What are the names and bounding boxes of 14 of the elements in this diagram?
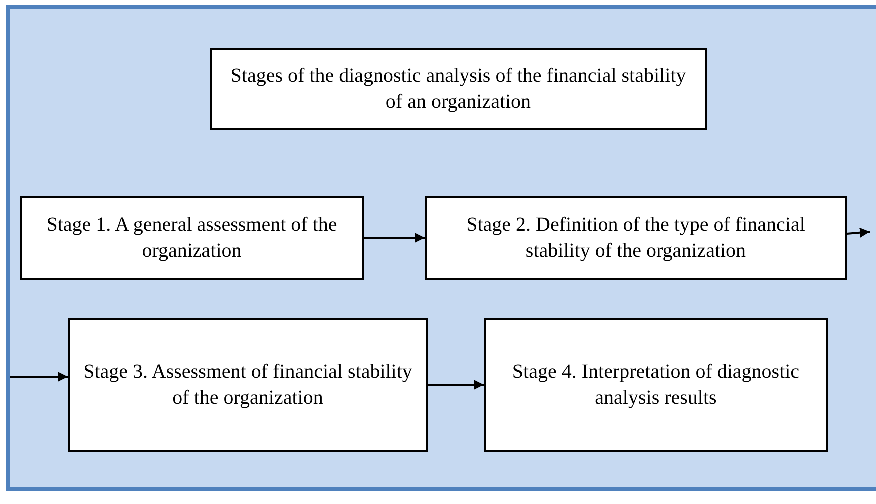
box-text: Stage 2. Definition of the type of financial stability of the organization <box>466 213 806 264</box>
stage-box <box>484 318 828 452</box>
title-box <box>210 48 707 130</box>
arrow <box>846 228 870 238</box>
box-text: Stage 3. Assessment of financial stability of the organization <box>82 360 414 411</box>
box-text: Stage 4. Interpretation of diagnostic analysis results <box>511 360 801 411</box>
stage-box <box>68 318 428 452</box>
box-text: Stage 1. A general assessment of the organization <box>46 213 338 264</box>
arrow <box>10 372 68 382</box>
arrow <box>364 233 425 243</box>
box-text: Stages of the diagnostic analysis of the financial stability of an organization <box>230 64 688 115</box>
arrow <box>428 380 484 390</box>
stage-box <box>20 196 364 280</box>
stage-box <box>425 196 847 280</box>
